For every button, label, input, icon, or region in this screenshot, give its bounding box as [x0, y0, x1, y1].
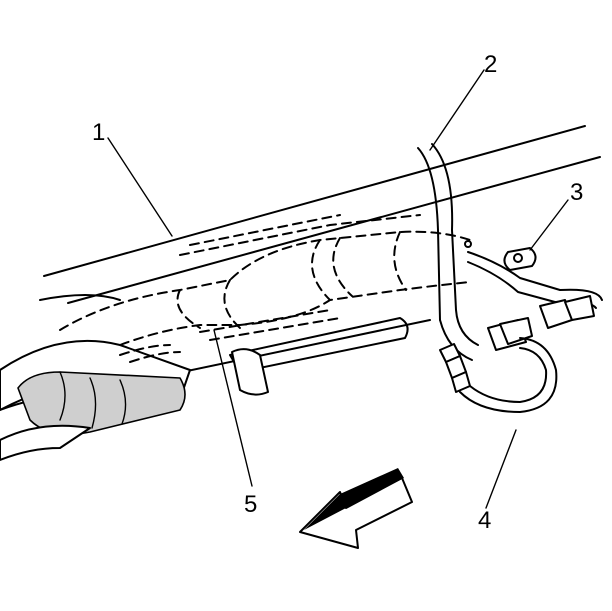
- callout-1: 1: [92, 119, 105, 146]
- oxygen-sensor: [439, 337, 558, 413]
- callout-2: 2: [484, 51, 497, 78]
- callout-labels: 1 2 3 4 5: [92, 51, 583, 534]
- front-direction-arrow-icon: [299, 468, 413, 549]
- catalytic-converter: [59, 214, 471, 363]
- wiring-harness: [417, 143, 603, 361]
- leader-lines: [107, 69, 569, 509]
- exhaust-pipe: [0, 294, 409, 461]
- callout-5: 5: [244, 491, 257, 518]
- harness-clip: [464, 240, 537, 271]
- callout-3: 3: [570, 179, 583, 206]
- callout-4: 4: [478, 507, 491, 534]
